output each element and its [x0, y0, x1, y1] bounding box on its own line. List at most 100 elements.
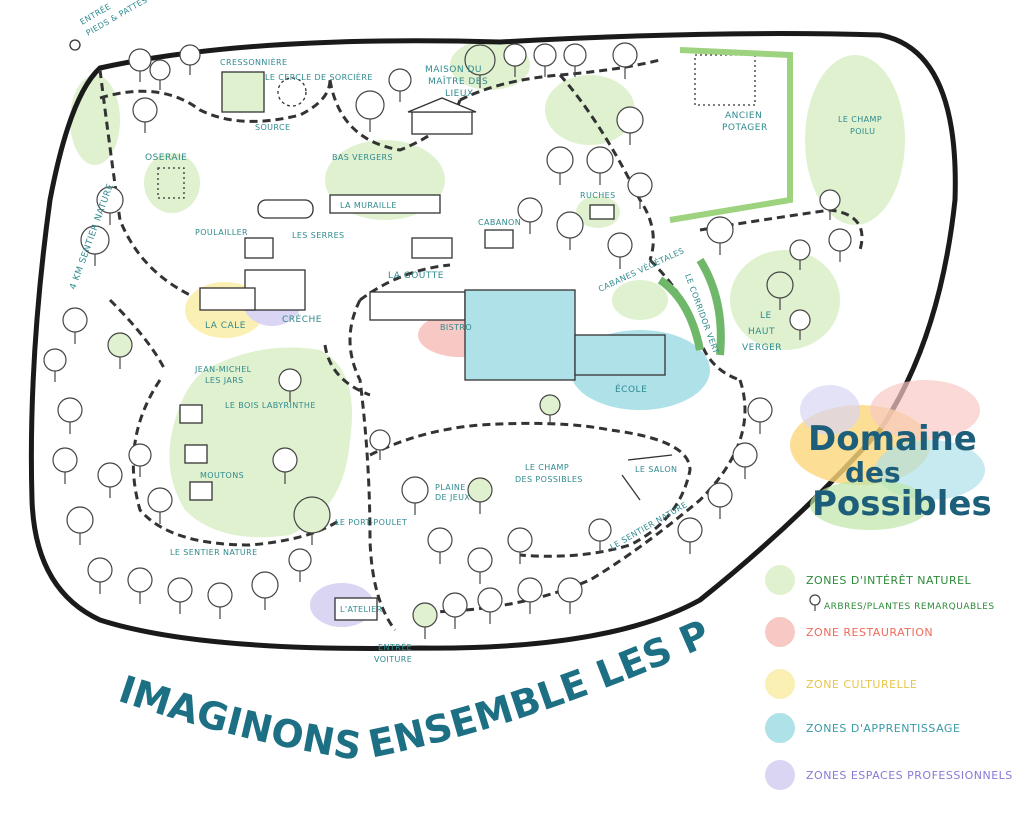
label-champ-possibles2: DES POSSIBLES: [515, 475, 583, 484]
tree-icon: [809, 594, 821, 611]
tree-icon: [707, 482, 733, 519]
logo-line2: des: [845, 456, 901, 489]
path-champ-possibles: [369, 421, 692, 558]
cale-building: [199, 287, 256, 311]
potager-hedge: [669, 47, 793, 223]
maison-maitre-roof: [407, 97, 477, 113]
label-ancien-potager: ANCIEN: [725, 111, 762, 121]
cressonniere-building: [221, 71, 265, 113]
logo-blob-green: [810, 480, 930, 530]
label-sentier-nature-right: LE SENTIER NATURE: [609, 500, 689, 552]
tree-icon: [97, 462, 123, 498]
la-goutte-building: [411, 237, 453, 259]
logo-blob-purple: [800, 385, 860, 435]
legend-swatch-restauration: [765, 617, 795, 647]
label-maison-maitre3: LIEUX: [445, 89, 474, 99]
paths-layer: [98, 58, 864, 631]
label-bois-labyrinthe: LE BOIS LABYRINTHE: [225, 401, 316, 410]
corridor-vert-hedge: [657, 276, 704, 351]
logo-line1: Domaine: [808, 419, 977, 459]
tree-icon: [43, 348, 67, 382]
tree-icon: [627, 172, 653, 209]
tree-icon: [789, 309, 811, 340]
tree-icon: [207, 582, 233, 619]
tree-icon: [607, 232, 633, 269]
poulailler-building: [244, 237, 274, 259]
tree-icon: [293, 496, 331, 545]
tree-icon: [87, 557, 113, 594]
legend-label-naturel: ZONES D'INTÉRÊT NATUREL: [806, 574, 972, 587]
label-la-goutte: LA GOUTTE: [388, 271, 444, 281]
logo-line3: Possibles: [812, 484, 992, 524]
tree-icon: [539, 394, 561, 425]
tree-icon: [616, 106, 644, 145]
path-maison: [328, 79, 462, 152]
tree-icon: [401, 476, 429, 515]
tree-icon: [507, 527, 533, 564]
legend-swatch-naturel: [765, 565, 795, 595]
label-plaine-jeux: PLAINE: [435, 483, 466, 492]
label-bas-vergers: BAS VERGERS: [332, 153, 393, 162]
label-ancien-potager2: POTAGER: [722, 123, 768, 133]
legend-swatch-apprentissage: [765, 713, 795, 743]
zone-nature-haut-verger: [730, 250, 840, 350]
tree-icon: [467, 477, 493, 514]
moutons-shed1: [184, 444, 208, 464]
label-haut-verger3: VERGER: [742, 343, 782, 353]
zone-nature-topleft: [70, 75, 120, 165]
tree-icon: [588, 518, 612, 552]
tree-icon: [412, 602, 438, 639]
legend-item-culturelle: ZONE CULTURELLE: [765, 669, 917, 699]
label-la-cale: LA CALE: [205, 321, 246, 331]
legend: ZONES D'INTÉRÊT NATUREL ARBRES/PLANTES R…: [765, 565, 1013, 790]
legend-item-restauration: ZONE RESTAURATION: [765, 617, 933, 647]
label-le-salon: LE SALON: [635, 465, 677, 474]
zone-nature-champ-poilu: [805, 55, 905, 225]
tree-icon: [517, 197, 543, 234]
legend-label-restauration: ZONE RESTAURATION: [806, 626, 933, 639]
entree-pieds-marker: [69, 39, 81, 51]
tree-icon: [355, 90, 385, 132]
label-sentier-nature-bottom: LE SENTIER NATURE: [170, 548, 258, 557]
bas-vergers-greenhouse: [329, 194, 441, 214]
tree-icon: [388, 68, 412, 102]
legend-swatch-culturelle: [765, 669, 795, 699]
label-haut-verger: LE: [760, 311, 772, 321]
legend-label-professionnel: ZONES ESPACES PROFESSIONNELS: [806, 769, 1013, 782]
tree-icon: [467, 547, 493, 584]
path-top-loop: [99, 79, 332, 123]
tree-icon: [819, 189, 841, 220]
path-bistro-loop: [323, 344, 371, 397]
tree-icon: [828, 228, 852, 262]
label-entree-voiture2: VOITURE: [374, 655, 412, 664]
label-champ-possibles: LE CHAMP: [525, 463, 569, 472]
tree-icon: [556, 211, 584, 250]
serres-greenhouse: [257, 199, 314, 219]
tree-icon: [427, 527, 453, 564]
label-maison-maitre: MAISON DU: [425, 65, 482, 75]
label-atelier: L'ATELIER: [340, 605, 383, 614]
tree-icon: [179, 44, 201, 75]
jean-michel-shed: [179, 404, 203, 424]
salon-bench: [627, 454, 673, 461]
zone-nature-bois: [169, 347, 352, 538]
tree-icon: [52, 447, 78, 484]
tree-icon: [272, 447, 298, 484]
label-source: SOURCE: [255, 123, 290, 132]
tree-icon: [66, 506, 94, 545]
tree-icon: [57, 397, 83, 434]
potager-field: [694, 54, 756, 106]
tree-icon: [612, 42, 638, 79]
tree-icon: [149, 59, 171, 90]
trees-layer: [43, 42, 852, 639]
tree-icon: [127, 567, 153, 604]
path-center: [348, 299, 397, 631]
label-jean-michel2: LES JARS: [205, 376, 244, 385]
label-jean-michel: JEAN-MICHEL: [194, 365, 252, 374]
tree-icon: [442, 592, 468, 629]
legend-swatch-professionnel: [765, 760, 795, 790]
tree-icon: [477, 587, 503, 624]
logo-blob-pink: [870, 380, 980, 440]
tree-icon: [546, 146, 574, 185]
tree-icon: [503, 43, 527, 77]
